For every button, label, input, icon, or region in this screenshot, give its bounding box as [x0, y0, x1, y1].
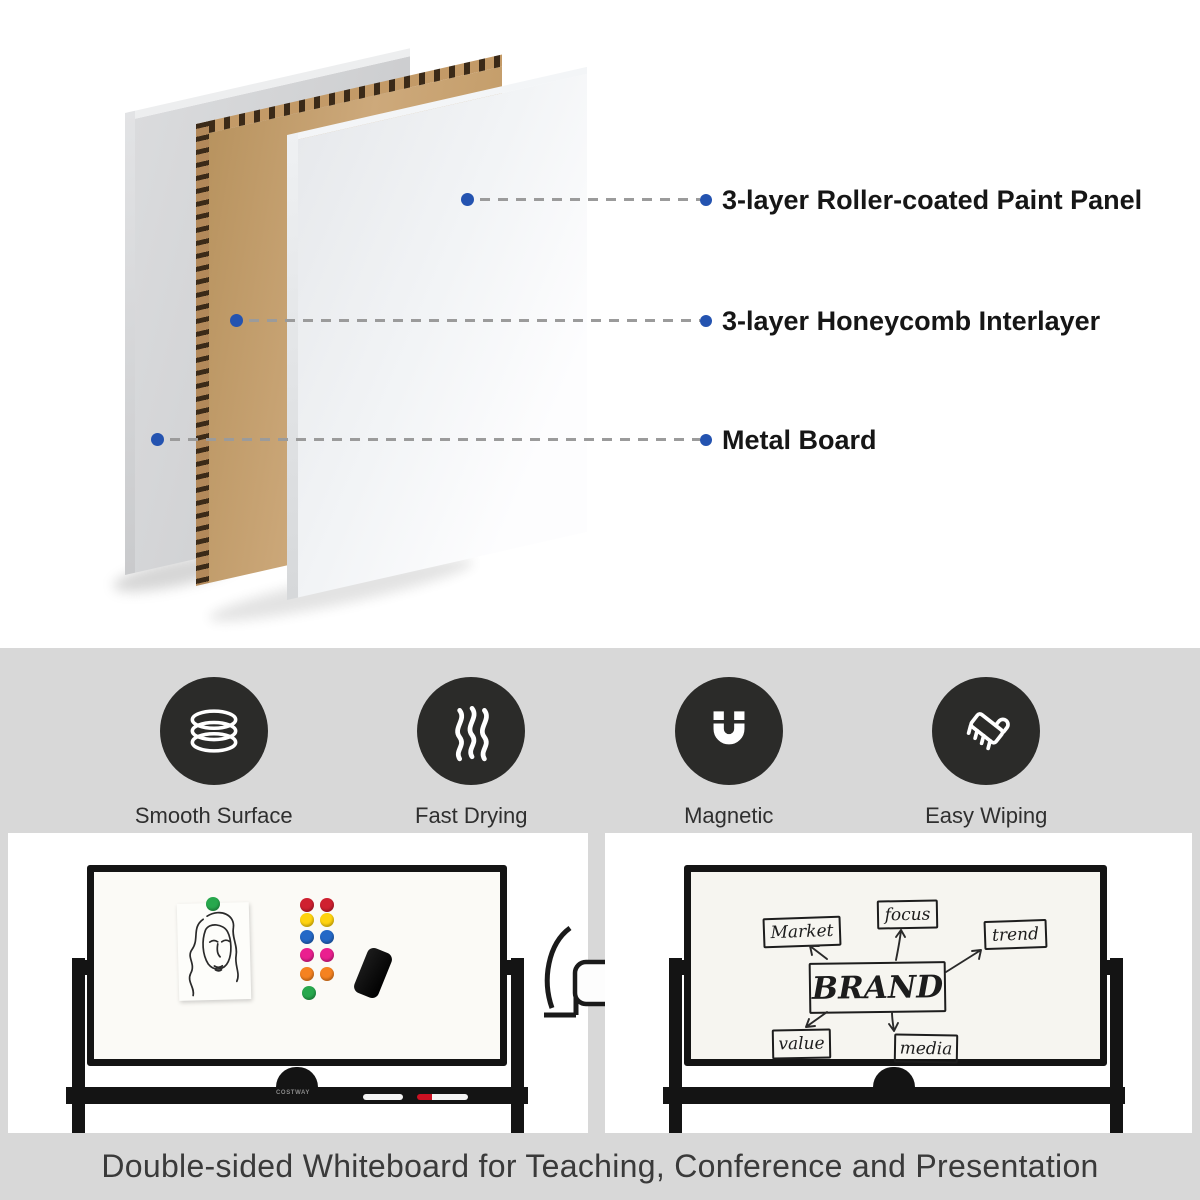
callout-point-icon: [700, 194, 712, 206]
marker-pen: [432, 1094, 468, 1100]
stand-leg: [1110, 958, 1123, 1133]
callout-point-icon: [700, 434, 712, 446]
callout-point-icon: [461, 193, 474, 206]
honeycomb-edge: [196, 121, 209, 586]
stand-leg: [511, 958, 524, 1133]
whiteboard-frame: [684, 865, 1107, 1066]
callout-line: [480, 198, 700, 201]
feature-label: Easy Wiping: [925, 803, 1048, 828]
layer-diagram-section: 3-layer Roller-coated Paint Panel 3-laye…: [110, 48, 1143, 632]
steam-waves-icon: [417, 677, 526, 785]
stand-bar: [663, 1087, 1125, 1104]
feature-label: Fast Drying: [415, 803, 528, 828]
magnet-dot: [206, 897, 220, 911]
callout-point-icon: [230, 314, 243, 327]
metal-board-edge: [125, 110, 135, 575]
callout-label-honeycomb: 3-layer Honeycomb Interlayer: [722, 306, 1101, 336]
callout-line: [170, 438, 700, 441]
stand-bar: [66, 1087, 528, 1104]
feature-row: Smooth Surface Fast Drying: [85, 677, 1115, 829]
magnet-dot: [302, 986, 316, 1000]
callout-label-paint-panel: 3-layer Roller-coated Paint Panel: [722, 185, 1143, 215]
layers-stack-icon: [159, 677, 268, 785]
stand-leg: [669, 958, 682, 1133]
whiteboard-back-photo: Market focus trend BRAND value media: [605, 833, 1192, 1133]
feature-smooth-surface: Smooth Surface: [85, 677, 343, 829]
magnet-dot: [320, 948, 334, 962]
brush-icon: [932, 677, 1041, 785]
feature-fast-drying: Fast Drying: [343, 677, 601, 829]
mindmap-node-value: value: [771, 1028, 832, 1060]
magnet-dot: [320, 930, 334, 944]
mindmap-node-market: Market: [762, 915, 842, 949]
feature-label: Magnetic: [684, 803, 774, 828]
paint-panel-edge: [287, 132, 298, 600]
mindmap-node-media: media: [893, 1033, 959, 1064]
magnet-dot: [300, 967, 314, 981]
feature-magnetic: Magnetic: [600, 677, 858, 829]
marker-pen: [363, 1094, 403, 1100]
callout-line: [249, 319, 700, 322]
magnet-icon: [674, 677, 783, 785]
marker-pen-cap: [417, 1094, 432, 1100]
magnet-dot: [320, 898, 334, 912]
paint-panel: [287, 66, 587, 600]
callout-label-metal-board: Metal Board: [722, 425, 877, 455]
magnet-dot: [300, 948, 314, 962]
magnet-dot: [300, 898, 314, 912]
mindmap-node-trend: trend: [983, 918, 1048, 951]
mindmap-node-focus: focus: [876, 899, 939, 930]
pivot-mount: [873, 1067, 915, 1087]
magnet-dot: [320, 967, 334, 981]
magnet-dot: [300, 930, 314, 944]
callout-point-icon: [151, 433, 164, 446]
magnet-dot: [320, 913, 334, 927]
stand-leg: [72, 958, 85, 1133]
whiteboard-front-photo: COSTWAY: [8, 833, 588, 1133]
callout-point-icon: [700, 315, 712, 327]
pinned-paper: [176, 902, 252, 1001]
paint-panel-face: [298, 73, 587, 598]
brand-logo: COSTWAY: [276, 1090, 310, 1096]
feature-label: Smooth Surface: [134, 803, 293, 828]
caption-text: Double-sided Whiteboard for Teaching, Co…: [101, 1148, 1099, 1184]
whiteboard-frame: [87, 865, 507, 1066]
mindmap-center-brand: BRAND: [808, 961, 947, 1014]
pivot-mount: [276, 1067, 318, 1087]
feature-easy-wiping: Easy Wiping: [858, 677, 1116, 829]
magnet-dot: [300, 913, 314, 927]
